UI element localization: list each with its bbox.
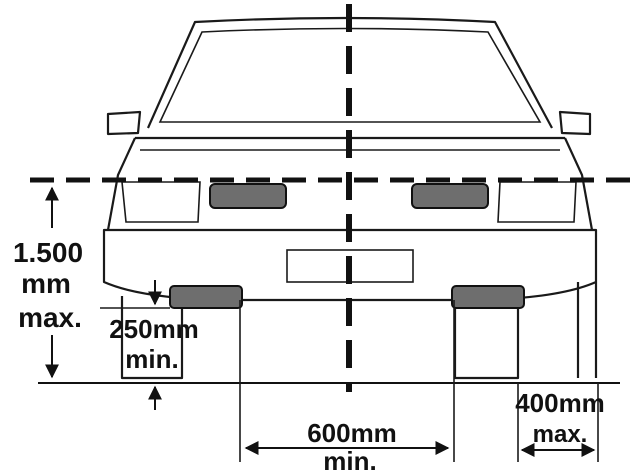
left-headlamp (209, 183, 287, 209)
right-fog-lamp (451, 285, 525, 309)
right-headlamp (411, 183, 489, 209)
height-unit-label: mm (21, 268, 71, 299)
spacing-value-label: 600mm (307, 418, 397, 448)
low-value-label: 250mm (109, 314, 199, 344)
low-limit-label: min. (125, 344, 178, 374)
side-limit-label: max. (533, 421, 588, 448)
height-limit-label: max. (18, 302, 82, 333)
spacing-limit-label: min. (323, 446, 376, 476)
side-value-label: 400mm (515, 388, 605, 418)
left-fog-lamp (169, 285, 243, 309)
height-value-label: 1.500 (13, 237, 83, 268)
